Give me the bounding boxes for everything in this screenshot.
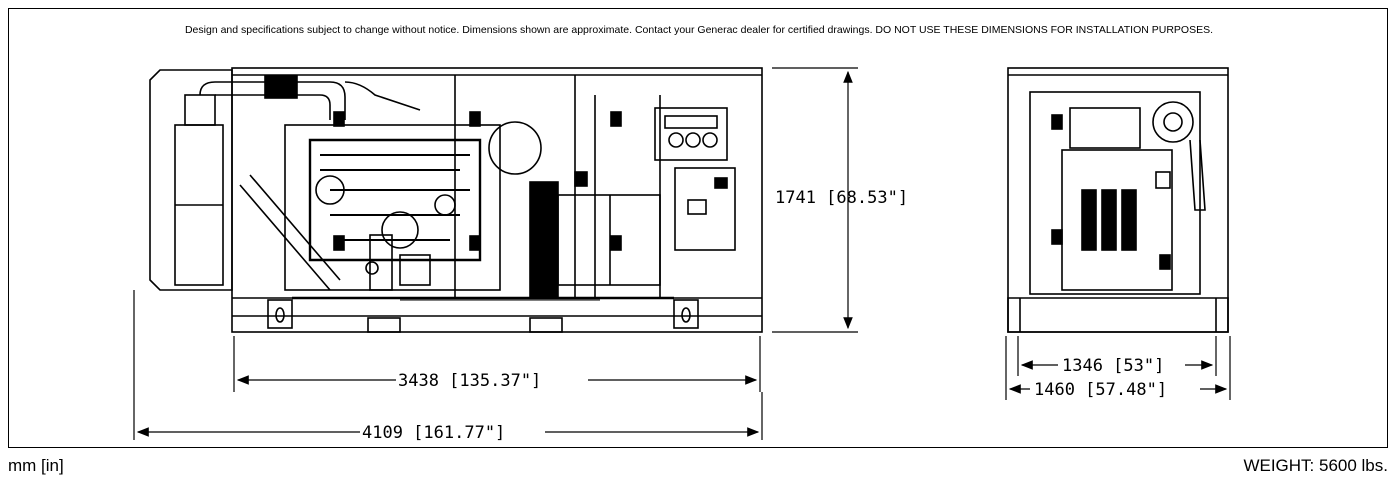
muffler-block — [264, 75, 298, 99]
radiator-housing — [149, 69, 233, 291]
dimension-lines — [133, 67, 1231, 440]
front-view — [1007, 67, 1229, 333]
louver-1 — [1081, 189, 1097, 251]
air-filter — [488, 121, 542, 175]
units-label: mm [in] — [8, 456, 64, 475]
breaker-box — [674, 167, 736, 251]
side-view — [149, 67, 763, 333]
control-panel — [654, 107, 728, 161]
drawing-frame — [8, 8, 1388, 448]
lift-eye-left — [267, 299, 293, 329]
louver-2 — [1101, 189, 1117, 251]
overall-length-dimension: 4109 [161.77"] — [362, 423, 505, 443]
louver-3 — [1121, 189, 1137, 251]
alternator-fan — [529, 181, 559, 298]
weight-label: WEIGHT: 5600 lbs. — [1243, 456, 1388, 475]
base-length-dimension: 3438 [135.37"] — [398, 371, 541, 391]
lift-eye-right — [673, 299, 699, 329]
overall-width-dimension: 1460 [57.48"] — [1034, 380, 1167, 400]
base-width-dimension: 1346 [53"] — [1062, 356, 1164, 376]
disclaimer-note: Design and specifications subject to cha… — [184, 24, 1214, 36]
height-dimension: 1741 [68.53"] — [775, 188, 908, 208]
